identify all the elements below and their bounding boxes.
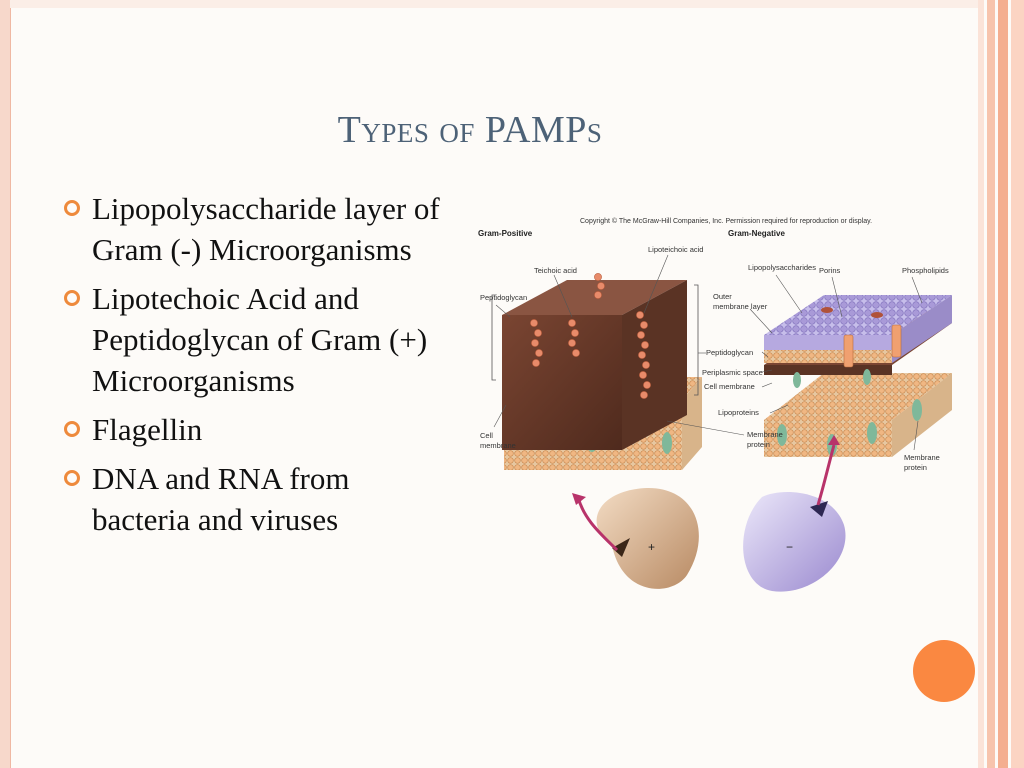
bullet-list: Lipopolysaccharide layer of Gram (-) Mic… [62,188,442,548]
bullet-item: Flagellin [62,409,442,450]
gram-negative-cell: − [743,435,846,592]
left-border [0,0,11,768]
copyright-text: Copyright © The McGraw-Hill Companies, I… [580,217,872,225]
positive-sign: + [648,540,655,554]
label-cell-membrane-line2: membrane [480,441,516,450]
bullet-circle-icon [64,421,80,437]
gram-positive-wall [491,273,702,470]
slide-title: Types of PAMPs [337,109,603,151]
gram-negative-wall [764,295,952,457]
accent-dot [913,640,975,702]
bullet-circle-icon [64,290,80,306]
label-membrane-protein-right-line2: protein [904,463,927,472]
gram-negative-heading: Gram-Negative [728,229,785,238]
label-peptidoglycan-gp: Peptidoglycan [480,293,527,302]
bullet-item: DNA and RNA from bacteria and viruses [62,458,442,540]
label-membrane-protein-center-line2: protein [747,440,770,449]
label-cell-membrane-line1: Cell [480,431,493,440]
right-stripes [978,0,1024,768]
label-membrane-protein-center-line1: Membrane [747,430,783,439]
label-porins: Porins [819,266,841,275]
bullet-text: Lipotechoic Acid and Peptidoglycan of Gr… [92,281,428,398]
label-cell-membrane-gn: Cell membrane [704,382,755,391]
label-periplasmic-space: Periplasmic space [702,368,763,377]
negative-sign: − [786,540,793,554]
label-lipopolysaccharides: Lipopolysaccharides [748,263,816,272]
bullet-item: Lipopolysaccharide layer of Gram (-) Mic… [62,188,442,270]
label-teichoic-acid: Teichoic acid [534,266,577,275]
label-peptidoglycan-gn: Peptidoglycan [706,348,753,357]
gram-positive-cell: + [572,487,699,589]
label-outer-membrane-line2: membrane layer [713,302,768,311]
label-membrane-protein-right-line1: Membrane [904,453,940,462]
bullet-text: DNA and RNA from bacteria and viruses [92,461,350,537]
bullet-text: Lipopolysaccharide layer of Gram (-) Mic… [92,191,440,267]
cell-wall-diagram: Copyright © The McGraw-Hill Companies, I… [478,217,952,592]
label-lipoproteins: Lipoproteins [718,408,759,417]
bullet-circle-icon [64,470,80,486]
label-lipoteichoic-acid: Lipoteichoic acid [648,245,703,254]
label-phospholipids: Phospholipids [902,266,949,275]
bullet-circle-icon [64,200,80,216]
bullet-item: Lipotechoic Acid and Peptidoglycan of Gr… [62,278,442,401]
bullet-text: Flagellin [92,412,203,447]
gram-positive-heading: Gram-Positive [478,229,533,238]
top-border [10,0,980,8]
label-outer-membrane-line1: Outer [713,292,732,301]
